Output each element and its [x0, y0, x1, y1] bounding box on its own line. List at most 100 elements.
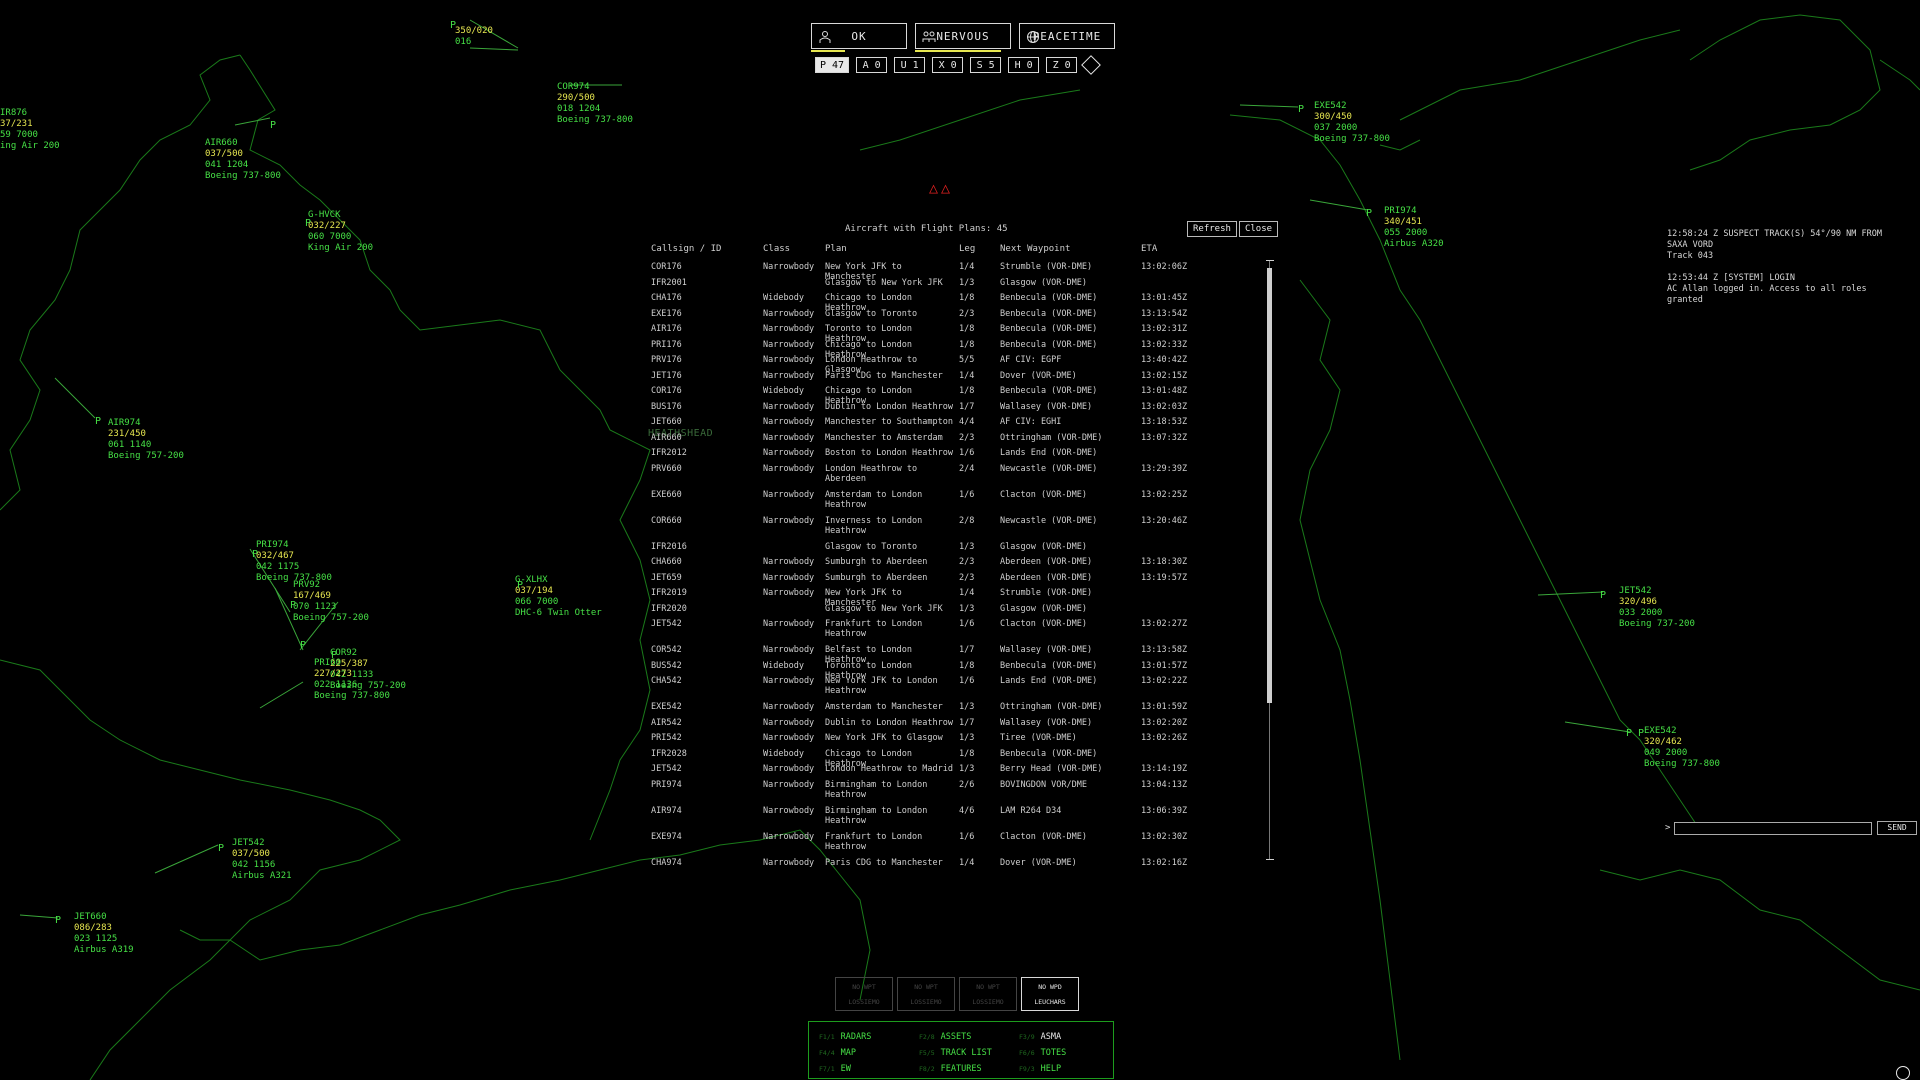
track-position-marker[interactable]: P	[305, 218, 312, 229]
column-header[interactable]: ETA	[1141, 244, 1158, 254]
track-position-marker[interactable]: P	[290, 600, 297, 611]
column-header[interactable]: Next Waypoint	[1000, 244, 1071, 254]
track-position-marker[interactable]: P	[517, 580, 524, 591]
send-button[interactable]: SEND	[1877, 821, 1917, 835]
track-position-marker[interactable]: P	[300, 640, 307, 651]
alert-state-button[interactable]: OK	[811, 23, 907, 52]
posture-state-button[interactable]: PEACETIME	[1019, 23, 1115, 49]
track-position-marker[interactable]: P	[331, 650, 338, 661]
counter-zombie[interactable]: Z 0	[1046, 57, 1078, 73]
track-position-marker[interactable]: P	[1626, 728, 1633, 739]
column-header[interactable]: Plan	[825, 244, 847, 254]
close-button[interactable]: Close	[1238, 221, 1279, 237]
track-position-marker[interactable]: P	[1638, 728, 1645, 739]
flight-plans-scrollbar[interactable]	[1266, 260, 1274, 860]
track-position-marker[interactable]: P	[1366, 208, 1373, 219]
mood-state-button[interactable]: NERVOUS	[915, 23, 1011, 52]
command-input[interactable]	[1674, 821, 1873, 835]
counter-assumed[interactable]: A 0	[856, 57, 888, 73]
track-position-marker[interactable]: P	[95, 416, 102, 427]
track-label[interactable]: Boeing 757-200	[176, 0, 252, 1]
column-header[interactable]: Callsign / ID	[651, 244, 722, 254]
refresh-button[interactable]: Refresh	[1187, 221, 1237, 237]
column-header[interactable]: Class	[763, 244, 791, 254]
counter-hostile[interactable]: H 0	[1008, 57, 1040, 73]
track-position-marker[interactable]: P	[218, 843, 225, 854]
track-position-marker[interactable]: P	[450, 20, 457, 31]
counter-unknown[interactable]: U 1	[894, 57, 926, 73]
track-position-marker[interactable]: P	[55, 915, 62, 926]
circle-icon[interactable]	[1896, 1066, 1910, 1080]
track-position-marker[interactable]: P	[270, 120, 277, 131]
counter-suspect[interactable]: S 5	[970, 57, 1002, 73]
scrollbar-thumb[interactable]	[1267, 268, 1272, 703]
track-position-marker[interactable]: P	[252, 549, 259, 560]
track-position-marker[interactable]: P	[1600, 590, 1607, 601]
counter-x[interactable]: X 0	[932, 57, 964, 73]
track-position-marker[interactable]: P	[1298, 104, 1305, 115]
counter-pending[interactable]: P 47	[815, 57, 850, 73]
column-header[interactable]: Leg	[959, 244, 976, 254]
